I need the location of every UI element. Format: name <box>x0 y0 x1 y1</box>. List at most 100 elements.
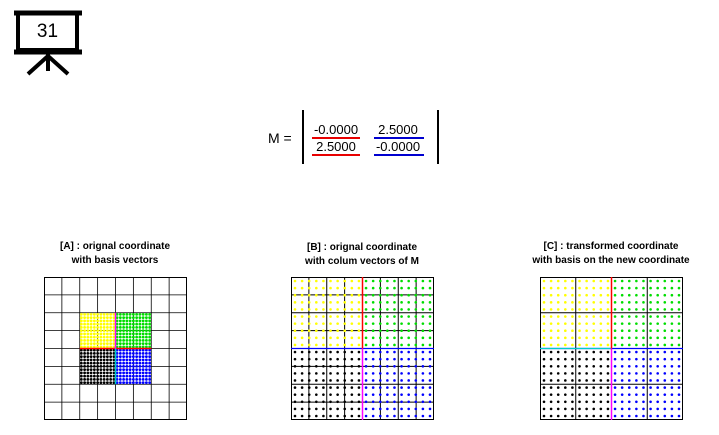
data-point <box>322 400 325 404</box>
data-point <box>571 308 574 311</box>
data-point <box>144 361 148 365</box>
data-point <box>86 381 90 385</box>
data-point <box>670 407 674 411</box>
data-point <box>115 377 119 381</box>
data-point <box>329 393 332 396</box>
data-point <box>386 308 389 311</box>
data-point <box>400 286 403 290</box>
data-point <box>400 329 403 333</box>
data-point <box>549 357 553 361</box>
data-point <box>564 357 567 361</box>
data-point <box>421 343 425 347</box>
data-point <box>556 357 560 361</box>
data-point <box>556 407 560 411</box>
data-point <box>613 357 617 361</box>
data-point <box>677 336 681 340</box>
data-point <box>138 374 142 378</box>
data-point <box>115 345 119 349</box>
data-point <box>293 315 297 318</box>
data-point <box>627 301 631 304</box>
data-point <box>571 350 574 354</box>
data-point <box>79 325 83 329</box>
data-point <box>83 351 87 355</box>
data-point <box>564 279 567 283</box>
data-point <box>109 364 113 368</box>
data-point <box>371 379 375 382</box>
data-point <box>329 364 332 368</box>
data-point <box>105 361 109 365</box>
data-point <box>131 364 135 368</box>
data-point <box>635 350 638 354</box>
data-point <box>122 364 126 368</box>
data-point <box>96 348 100 352</box>
data-point <box>635 386 638 389</box>
data-point <box>99 335 103 339</box>
data-point <box>343 343 347 347</box>
data-point <box>656 308 659 311</box>
data-point <box>592 386 596 389</box>
data-point <box>400 400 403 404</box>
data-point <box>125 335 129 339</box>
data-point <box>105 325 109 329</box>
data-point <box>315 400 318 404</box>
data-point <box>556 293 560 297</box>
data-point <box>115 371 119 375</box>
data-point <box>599 279 603 283</box>
data-point <box>138 332 142 336</box>
data-point <box>122 381 126 385</box>
data-point <box>135 345 139 349</box>
data-point <box>96 338 100 342</box>
data-point <box>89 329 93 333</box>
data-point <box>96 377 100 381</box>
data-point <box>86 332 90 336</box>
data-point <box>322 322 325 325</box>
data-point <box>131 316 135 320</box>
data-point <box>329 301 332 304</box>
data-point <box>138 312 142 316</box>
data-point <box>307 386 311 389</box>
data-point <box>400 279 403 283</box>
data-point <box>112 342 116 346</box>
data-point <box>86 348 90 352</box>
data-point <box>148 312 152 316</box>
data-point <box>125 381 129 385</box>
data-point <box>89 348 93 352</box>
data-point <box>592 301 596 304</box>
data-point <box>421 372 425 375</box>
data-point <box>670 329 674 333</box>
data-point <box>125 351 129 355</box>
data-point <box>635 293 638 297</box>
data-point <box>138 361 142 365</box>
data-point <box>79 319 83 323</box>
data-point <box>141 371 145 375</box>
data-point <box>357 372 361 375</box>
data-point <box>663 279 667 283</box>
data-point <box>83 329 87 333</box>
data-point <box>131 381 135 385</box>
data-point <box>99 371 103 375</box>
data-point <box>364 372 368 375</box>
data-point <box>293 322 297 325</box>
data-point <box>148 377 152 381</box>
data-point <box>620 379 624 382</box>
data-point <box>371 315 375 318</box>
data-point <box>549 372 553 375</box>
data-point <box>663 400 667 404</box>
data-point <box>627 386 631 389</box>
data-point <box>125 342 129 346</box>
data-point <box>300 379 304 382</box>
data-point <box>620 364 624 368</box>
data-point <box>670 414 674 418</box>
data-point <box>89 371 93 375</box>
data-point <box>135 329 139 333</box>
data-point <box>144 342 148 346</box>
data-point <box>131 312 135 316</box>
data-point <box>336 336 339 340</box>
data-point <box>606 372 610 375</box>
data-point <box>138 348 142 352</box>
data-point <box>393 286 396 290</box>
matrix-cell-r1c2: 2.5000 <box>378 122 418 137</box>
data-point <box>300 279 304 283</box>
data-point <box>83 338 87 342</box>
data-point <box>635 286 638 290</box>
